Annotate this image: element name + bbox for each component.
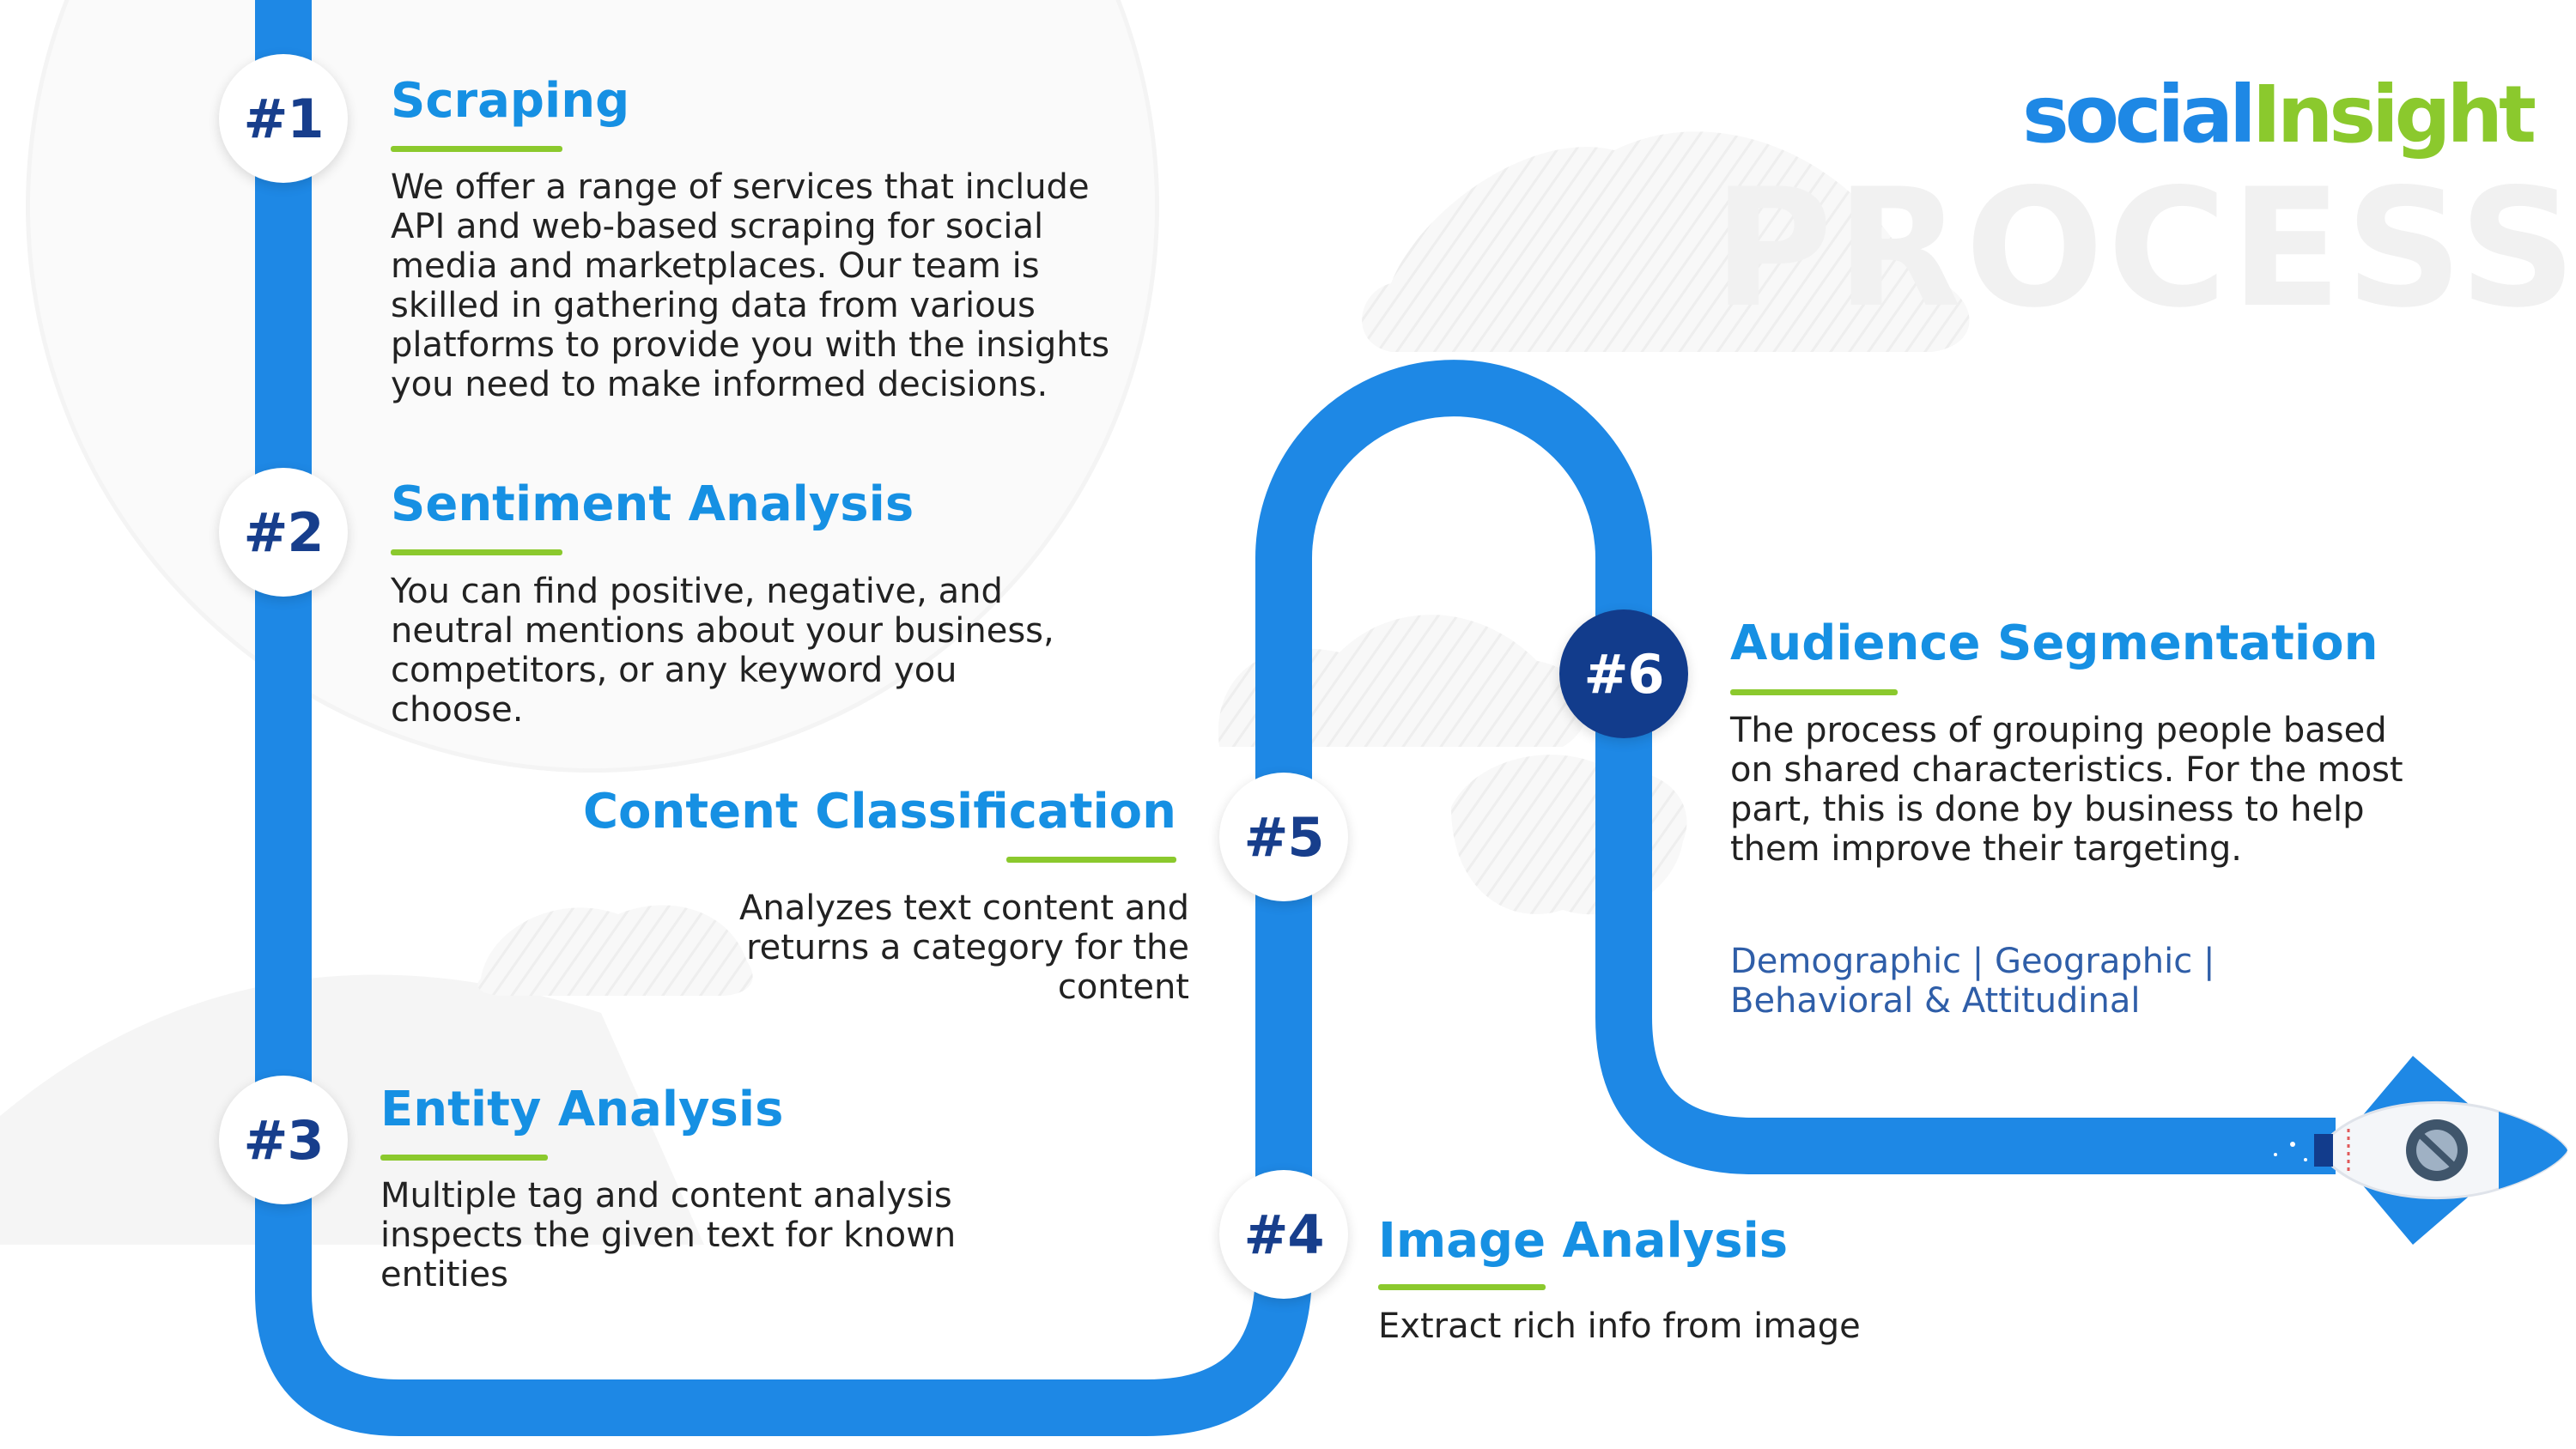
step-1-description: We offer a range of services that includ… [391, 167, 1110, 404]
step-4-description: Extract rich info from image [1378, 1307, 1861, 1346]
step-6-tags: Demographic | Geographic | Behavioral & … [1730, 942, 2215, 1021]
step-5-title: Content Classification [582, 784, 1176, 840]
step-3-title: Entity Analysis [380, 1082, 784, 1137]
step-6-description: The process of grouping people based on … [1730, 711, 2403, 869]
step-1-badge: #1 [219, 54, 348, 183]
step-4-title: Image Analysis [1378, 1213, 1789, 1269]
step-6-title: Audience Segmentation [1730, 615, 2379, 671]
step-2-description: You can find positive, negative, and neu… [391, 572, 1054, 730]
step-4-badge: #4 [1219, 1170, 1348, 1299]
step-2-underline [391, 549, 562, 555]
step-3-underline [380, 1155, 548, 1161]
step-5-underline [1006, 857, 1176, 863]
social-insight-logo: socialInsight [2022, 76, 2537, 155]
process-watermark: PROCESS [1713, 154, 2576, 343]
step-2-title: Sentiment Analysis [391, 476, 914, 532]
rocket-icon [2274, 1056, 2567, 1245]
logo-part-2: Insight [2251, 69, 2537, 161]
step-2-badge: #2 [219, 468, 348, 597]
step-4-underline [1378, 1284, 1546, 1290]
step-5-description: Analyzes text content and returns a cate… [739, 888, 1189, 1007]
logo-part-1: social [2022, 69, 2257, 161]
step-3-badge: #3 [219, 1076, 348, 1204]
step-3-description: Multiple tag and content analysis inspec… [380, 1176, 957, 1294]
step-1-underline [391, 146, 562, 152]
step-6-badge: #6 [1559, 609, 1688, 738]
step-5-badge: #5 [1219, 773, 1348, 901]
step-1-title: Scraping [391, 73, 630, 129]
step-6-underline [1730, 689, 1898, 695]
